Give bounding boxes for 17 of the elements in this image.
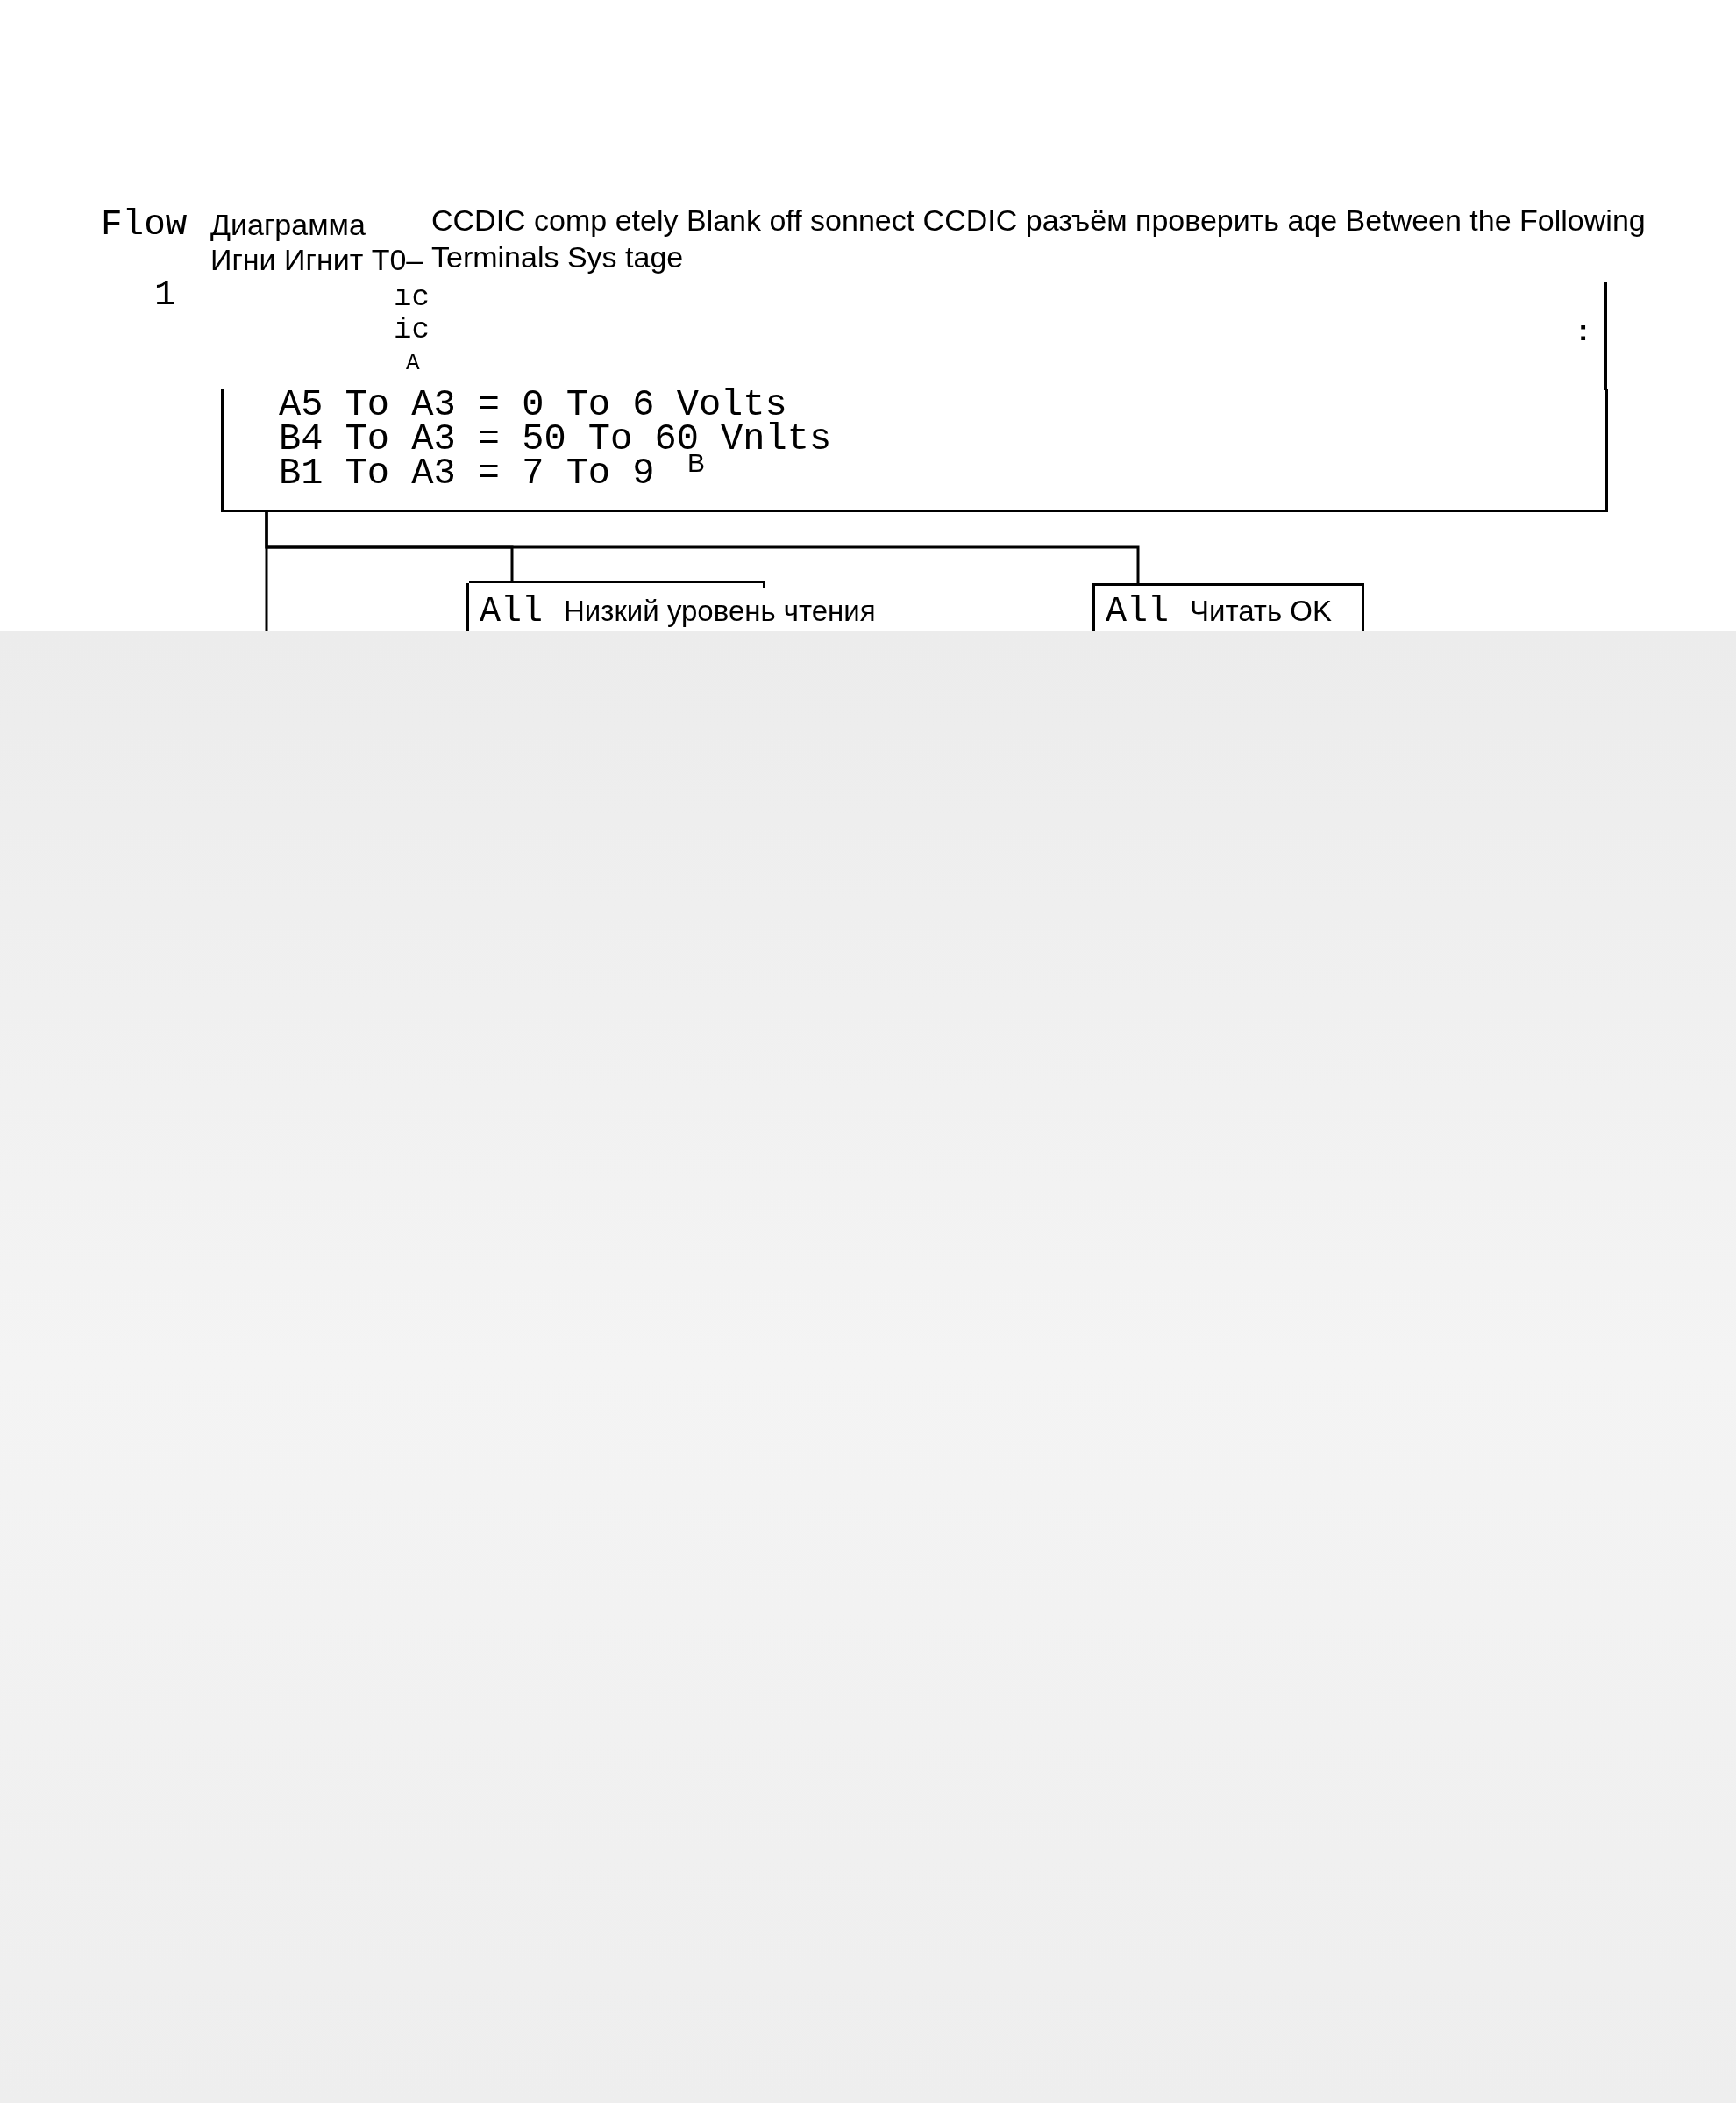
status-text: Низкий уровень чтения	[564, 595, 876, 627]
terminal-code: All	[480, 592, 543, 631]
terminal-code: All	[1106, 592, 1169, 631]
voltage-spec-text: A5 To A3 = 0 To 6 Volts	[279, 389, 787, 423]
subheading-text: Игни Игнит T0–	[210, 242, 423, 277]
connector-line	[265, 512, 268, 631]
heading-word: Flow	[101, 205, 188, 244]
heading-word: Диаграмма	[210, 207, 366, 242]
fragment-text: ic	[394, 313, 430, 346]
fragment-text: ıc	[394, 281, 430, 314]
process-box	[221, 389, 1608, 512]
status-text: Читать OK	[1190, 595, 1332, 627]
voltage-spec-text: B1 To A3 = 7 To 9	[279, 457, 655, 491]
step-number: 1	[154, 275, 176, 314]
instruction-text: CCDIC comp etely Blank off sonnect CCDIC разъём проверить aqe Between the Following Terminals Sys tage	[431, 203, 1647, 275]
colon-mark: :	[1578, 312, 1589, 347]
fragment-text: A	[406, 350, 420, 376]
